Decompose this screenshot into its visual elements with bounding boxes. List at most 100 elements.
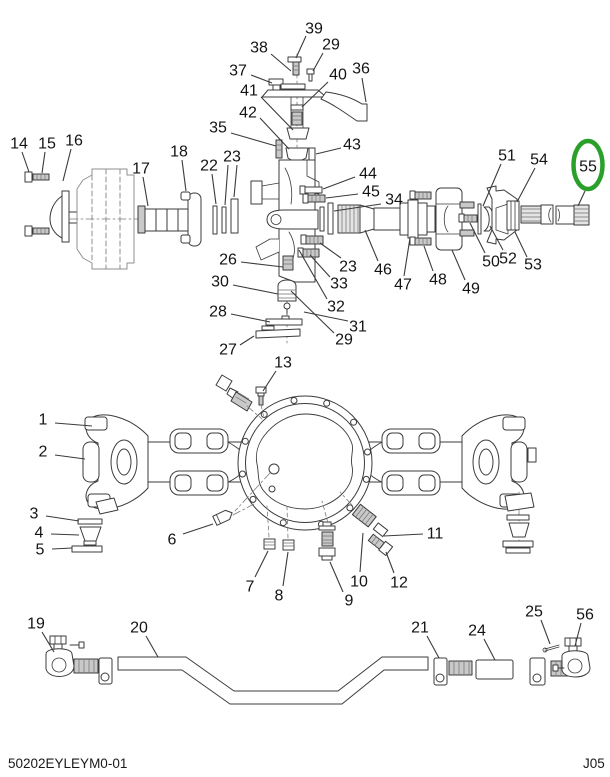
leader-40 [301,81,329,108]
leader-39 [295,35,307,59]
tie-rod-tube [117,656,429,705]
callout-37: 37 [229,63,247,80]
callout-14: 14 [10,136,28,153]
leader-50 [469,222,486,254]
hub-clip-bottom [180,234,191,244]
callout-24: 24 [468,623,486,640]
leader-33 [309,254,331,278]
callout-40: 40 [329,67,347,84]
callout-21: 21 [411,620,429,637]
callout-13: 13 [274,355,292,372]
callout-23: 23 [223,149,241,166]
callout-53: 53 [524,257,542,274]
leader-14 [21,151,30,173]
breather-vent [212,509,233,526]
callout-3: 3 [30,506,39,523]
hub-clip-top [180,191,191,201]
leader-46 [364,229,379,262]
axle-housing-assembly [71,374,537,561]
leader-31 [303,311,349,322]
callout-2: 2 [39,444,48,461]
leader-52 [489,225,504,251]
leader-11 [383,533,424,537]
leader-17 [142,176,149,207]
leader-30 [232,284,279,295]
callout-8: 8 [275,588,284,605]
callout-55: 55 [579,159,597,176]
callout-50: 50 [482,254,500,271]
callout-56: 56 [576,607,594,624]
leader-47 [403,237,411,277]
leader-22 [211,173,217,205]
leader-37 [250,74,273,84]
callout-15: 15 [38,136,56,153]
leader-45 [325,193,359,199]
callout-46: 46 [374,262,392,279]
axle-shaft-u-joint-assembly [319,185,590,251]
leader-53 [514,231,528,258]
figure-number: 50202EYLEYM0-01 [8,756,127,771]
washer-and-bolt [367,522,394,556]
callout-45: 45 [362,184,380,201]
callout-22: 22 [200,158,218,175]
leader-8 [282,551,289,587]
callout-27: 27 [219,342,237,359]
leader-34 [333,203,382,212]
callout-42: 42 [239,105,257,122]
leader-18 [181,159,187,192]
callout-33: 33 [330,276,348,293]
callout-35: 35 [209,120,227,137]
callout-29: 29 [322,37,340,54]
highlight-ellipse-55 [571,138,605,192]
leader-41 [260,96,294,131]
leader-24 [483,638,496,661]
callout-11: 11 [427,526,444,543]
callout-19: 19 [27,616,45,633]
leader-44 [322,176,356,190]
leader-13 [262,370,277,392]
leader-20 [145,635,159,658]
leader-23 [233,164,238,198]
callout-36: 36 [352,61,370,78]
callout-49: 49 [462,281,480,298]
leader-35 [230,132,277,147]
leader-25 [540,619,551,645]
spring-pin [351,503,377,528]
leader-4 [50,533,80,536]
callout-18: 18 [170,144,188,161]
leader-16 [62,148,72,182]
highlight-layer [571,138,605,192]
leader-12 [385,551,395,574]
page-code: J05 [583,756,605,771]
leader-55 [577,190,586,207]
callout-9: 9 [345,593,354,610]
callout-12: 12 [390,575,408,592]
callout-6: 6 [168,532,177,549]
leader-1 [54,422,93,427]
leader-15 [41,151,46,174]
leader-3 [45,515,80,522]
leader-26 [240,261,284,268]
leader-42 [259,117,290,150]
callout-23: 23 [339,259,357,276]
leader-27 [239,335,255,346]
callout-10: 10 [350,574,368,591]
hub-drum-assembly [24,168,239,270]
callout-54: 54 [530,152,548,169]
leader-36 [361,77,367,103]
callout-38: 38 [250,40,268,57]
callout-32: 32 [327,299,345,316]
leader-43 [315,147,342,155]
callout-52: 52 [499,251,517,268]
leader-56 [574,622,582,647]
leader-10 [359,532,364,573]
leader-48 [423,245,434,272]
leader-23 [319,242,342,259]
leader-2 [54,454,86,460]
callout-28: 28 [209,304,227,321]
leader-9 [329,561,344,593]
callout-34: 34 [385,192,403,209]
callout-25: 25 [525,604,543,621]
